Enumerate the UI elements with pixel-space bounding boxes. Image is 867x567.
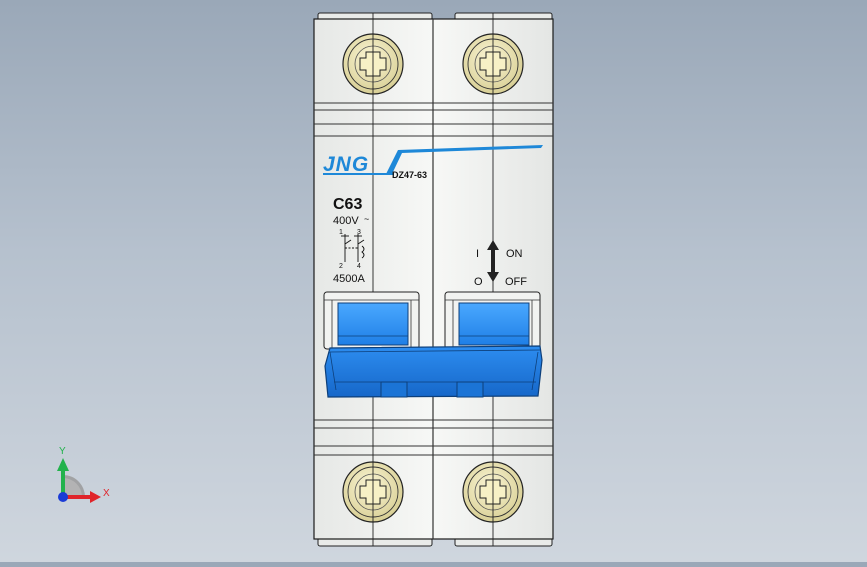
toggle-lever-bar[interactable] [324,345,543,398]
x-axis-arrow-icon [63,491,101,503]
off-symbol: O [474,276,483,288]
on-symbol: I [476,248,479,260]
rating-label: C63 [333,196,362,213]
terminal-label-1: 1 [339,229,343,236]
brand-logo: JNG [323,145,543,176]
on-label: ON [506,248,523,260]
axis-triad: Y X [57,446,110,503]
off-label: OFF [505,276,527,288]
y-axis-arrow-icon [57,458,69,497]
toggle-lever-left-pole[interactable] [337,302,409,346]
terminal-label-2: 2 [339,263,343,270]
updown-arrow-icon [487,240,499,282]
z-axis-dot-icon [58,492,68,502]
voltage-ac-symbol: ~ [364,214,369,224]
toggle-lever-right-pole[interactable] [458,302,530,346]
toggle-lever[interactable] [323,291,543,398]
axis-label-y: Y [59,446,66,457]
brand-logo-text: JNG [323,153,369,176]
axis-label-x: X [103,488,110,499]
on-off-indicator: I ON O OFF [474,240,527,288]
wiring-schematic-icon [341,234,365,262]
circuit-breaker: JNG DZ47-63 C63 400V ~ 1 3 2 4 4500A I O… [313,12,554,547]
breaking-capacity-label: 4500A [333,273,365,285]
model-number: DZ47-63 [392,170,427,180]
terminal-label-3: 3 [357,229,361,236]
terminal-label-4: 4 [357,263,361,270]
voltage-label: 400V [333,215,359,227]
